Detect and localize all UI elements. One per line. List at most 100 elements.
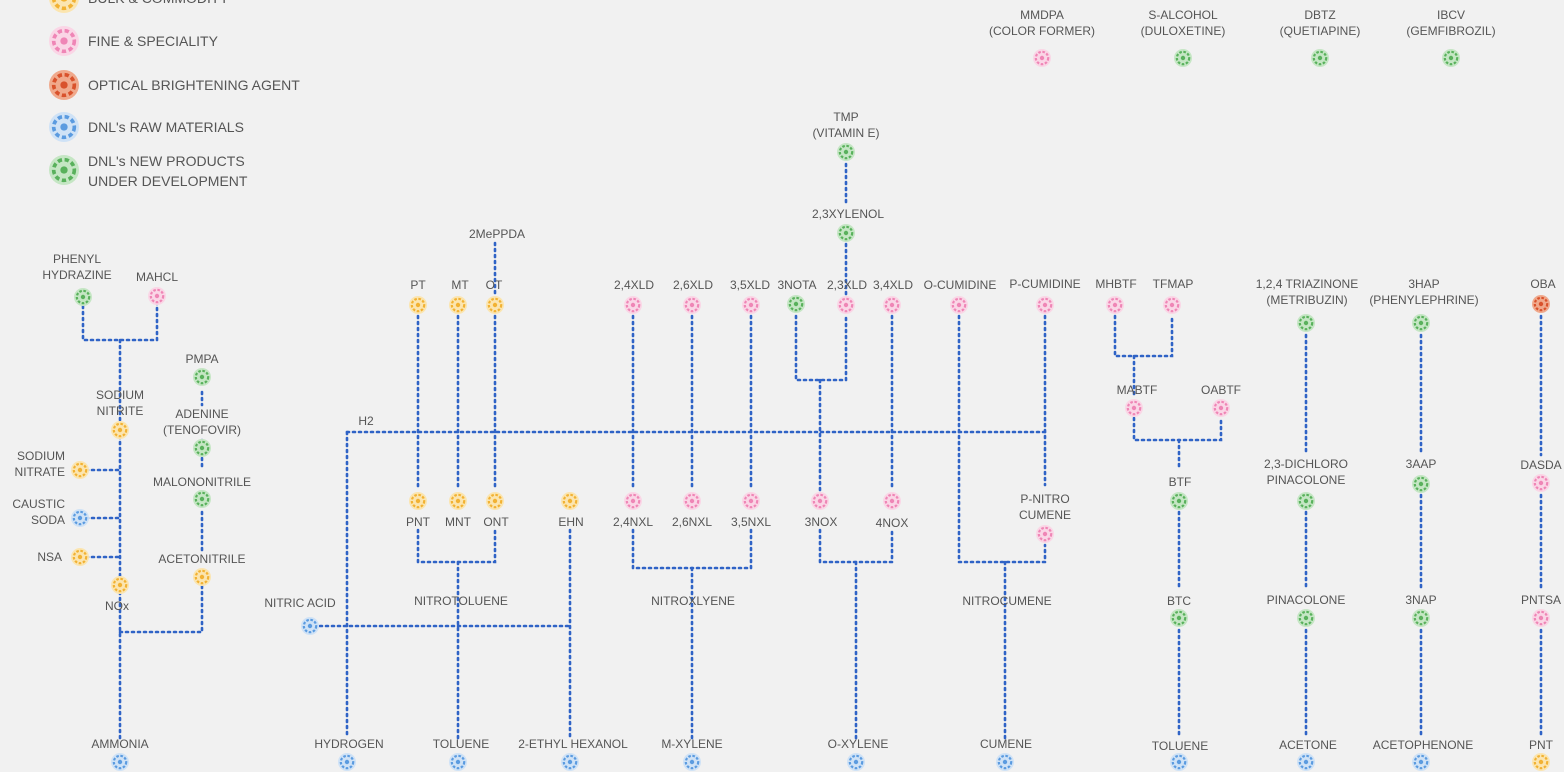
node-ibcv: IBCV(GEMFIBROZIL) xyxy=(1406,8,1496,67)
node-label: P-NITRO xyxy=(1020,492,1069,506)
node-label: M-XYLENE xyxy=(661,737,722,751)
fine-molecule-icon xyxy=(1163,296,1181,314)
bulk-molecule-icon xyxy=(449,492,467,510)
node-label-line2: PINACOLONE xyxy=(1267,473,1346,487)
node-aap3: 3AAP xyxy=(1406,457,1436,493)
node-label: CUMENE xyxy=(980,737,1032,751)
node-label: NITROCUMENE xyxy=(962,594,1051,608)
raw-molecule-icon xyxy=(449,753,467,771)
bulk-molecule-icon xyxy=(561,492,579,510)
node-dasda: DASDA xyxy=(1520,458,1562,492)
new-molecule-icon xyxy=(1170,609,1188,627)
fine-molecule-icon xyxy=(742,492,760,510)
node-adenine: ADENINE (TENOFOVIR) xyxy=(163,407,241,457)
bulk-molecule-icon xyxy=(71,548,89,566)
raw-molecule-icon xyxy=(561,753,579,771)
optical-molecule-icon xyxy=(1532,295,1550,313)
new-molecule-icon xyxy=(1297,314,1315,332)
node-nota3: 3NOTA xyxy=(777,278,817,313)
node-label: ACETOPHENONE xyxy=(1373,738,1473,752)
node-nsa: NSA xyxy=(37,548,89,566)
node-label-line2: (TENOFOVIR) xyxy=(163,423,241,437)
node-label: SODIUM xyxy=(17,449,65,463)
raw-molecule-icon xyxy=(1412,753,1430,771)
fine-molecule-icon xyxy=(1212,399,1230,417)
fine-molecule-icon xyxy=(1036,525,1054,543)
node-pmpa: PMPA xyxy=(185,352,219,386)
node-label: 2,3XLD xyxy=(827,278,867,292)
node-label: 3NAP xyxy=(1405,593,1436,607)
fine-molecule-icon xyxy=(148,287,166,305)
node-malononitrile: MALONONITRILE xyxy=(153,475,251,508)
bulk-molecule-icon xyxy=(449,296,467,314)
bulk-molecule-icon xyxy=(1532,753,1550,771)
new-molecule-icon xyxy=(193,368,211,386)
legend-raw-icon xyxy=(49,112,79,142)
node-label: 3,5XLD xyxy=(730,278,770,292)
node-label: NITROXLYENE xyxy=(651,594,735,608)
node-label: O-XYLENE xyxy=(828,737,889,751)
node-label: 1,2,4 TRIAZINONE xyxy=(1256,277,1358,291)
node-mahcl: MAHCL xyxy=(136,270,178,305)
new-molecule-icon xyxy=(1412,314,1430,332)
node-label: 2,3XYLENOL xyxy=(812,207,884,221)
raw-molecule-icon xyxy=(338,753,356,771)
node-mxylene: M-XYLENE xyxy=(661,737,723,771)
fine-molecule-icon xyxy=(837,296,855,314)
fine-molecule-icon xyxy=(683,296,701,314)
node-nitrotoluene: NITROTOLUENE xyxy=(414,594,508,608)
new-molecule-icon xyxy=(837,224,855,242)
node-nitrocumene: NITROCUMENE xyxy=(962,594,1051,608)
node-label: MMDPA xyxy=(1020,8,1064,22)
fine-molecule-icon xyxy=(683,492,701,510)
node-tmp: TMP(VITAMIN E) xyxy=(812,110,880,161)
node-label: 2,6XLD xyxy=(673,278,713,292)
node-label: TOLUENE xyxy=(433,737,489,751)
node-nxl24: 2,4NXL xyxy=(613,492,653,529)
node-xylenol23: 2,3XYLENOL xyxy=(812,207,884,242)
fine-molecule-icon xyxy=(1532,609,1550,627)
node-label: SODIUM xyxy=(96,388,144,402)
legend-fine-icon xyxy=(49,26,79,56)
node-label-line2: (GEMFIBROZIL) xyxy=(1406,24,1495,38)
fine-molecule-icon xyxy=(811,492,829,510)
node-ehn: EHN xyxy=(558,492,584,529)
node-btc: BTC xyxy=(1167,594,1191,627)
node-label: P-CUMIDINE xyxy=(1009,277,1080,291)
node-xld23: 2,3XLD xyxy=(827,278,867,314)
node-label: PHENYL xyxy=(53,252,101,266)
fine-molecule-icon xyxy=(883,492,901,510)
node-h2: H2 xyxy=(358,414,374,428)
node-triazinone: 1,2,4 TRIAZINONE(METRIBUZIN) xyxy=(1256,277,1358,332)
node-label: ADENINE xyxy=(175,407,228,421)
node-label: 2,6NXL xyxy=(672,515,712,529)
legend-label-line2: UNDER DEVELOPMENT xyxy=(88,173,248,189)
node-pnt-mid: PNT xyxy=(406,492,431,529)
fine-molecule-icon xyxy=(1036,296,1054,314)
node-ont: ONT xyxy=(483,492,509,529)
bulk-molecule-icon xyxy=(486,492,504,510)
node-xld34: 3,4XLD xyxy=(873,278,913,314)
node-label: S-ALCOHOL xyxy=(1148,8,1218,22)
new-molecule-icon xyxy=(193,439,211,457)
node-xld26: 2,6XLD xyxy=(673,278,713,314)
bulk-molecule-icon xyxy=(111,421,129,439)
node-label: CAUSTIC xyxy=(12,497,65,511)
node-oxylene: O-XYLENE xyxy=(828,737,889,771)
node-mabtf: MABTF xyxy=(1117,383,1157,417)
node-nitroxlyene: NITROXLYENE xyxy=(651,594,735,608)
new-molecule-icon xyxy=(1442,49,1460,67)
nodes: MMDPA(COLOR FORMER)S-ALCOHOL(DULOXETINE)… xyxy=(12,8,1562,771)
node-nox: NOx xyxy=(105,576,129,613)
node-label: MT xyxy=(451,278,469,292)
node-label: PINACOLONE xyxy=(1267,593,1346,607)
node-label: 3HAP xyxy=(1408,277,1439,291)
raw-molecule-icon xyxy=(111,753,129,771)
node-label: MNT xyxy=(445,515,472,529)
node-label-line2: (DULOXETINE) xyxy=(1141,24,1226,38)
node-hap3: 3HAP(PHENYLEPHRINE) xyxy=(1369,277,1479,332)
node-ot: OT xyxy=(486,278,504,314)
bulk-molecule-icon xyxy=(71,461,89,479)
